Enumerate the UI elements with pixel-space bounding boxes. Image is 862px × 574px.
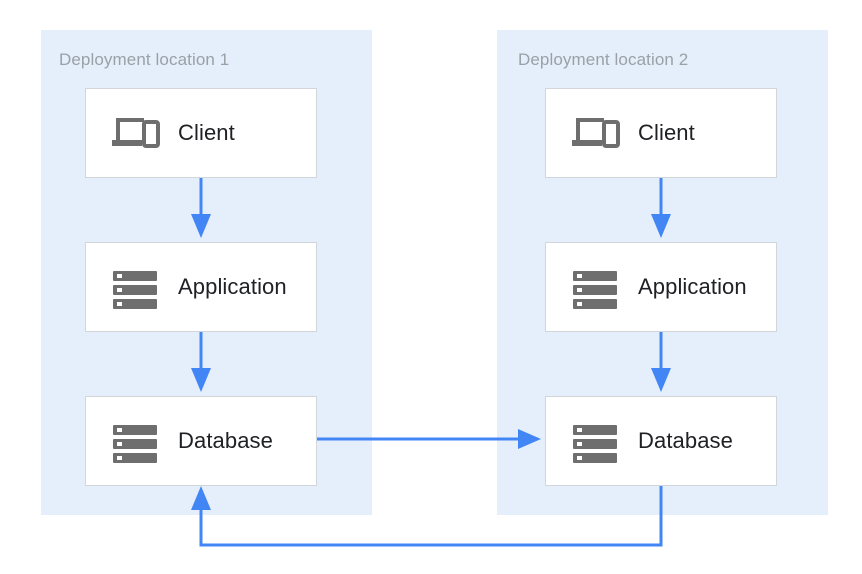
node-client-2[interactable]: Client (545, 88, 777, 178)
node-label: Client (178, 120, 235, 145)
server-icon (108, 414, 162, 468)
node-database-2[interactable]: Database (545, 396, 777, 486)
node-label: Database (178, 428, 273, 453)
server-icon (108, 260, 162, 314)
zone-title-deployment-location-1: Deployment location 1 (59, 50, 230, 69)
node-label: Application (638, 274, 747, 299)
server-icon (568, 414, 622, 468)
node-client-1[interactable]: Client (85, 88, 317, 178)
node-label: Database (638, 428, 733, 453)
node-label: Client (638, 120, 695, 145)
node-application-2[interactable]: Application (545, 242, 777, 332)
server-icon (568, 260, 622, 314)
node-application-1[interactable]: Application (85, 242, 317, 332)
node-database-1[interactable]: Database (85, 396, 317, 486)
zone-title-deployment-location-2: Deployment location 2 (518, 50, 689, 69)
devices-icon (108, 106, 162, 160)
node-label: Application (178, 274, 287, 299)
devices-icon (568, 106, 622, 160)
